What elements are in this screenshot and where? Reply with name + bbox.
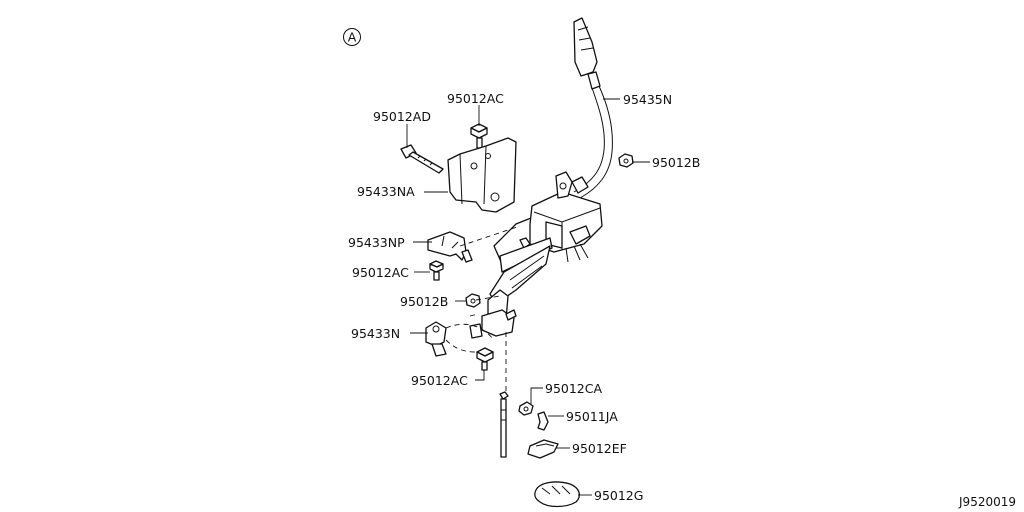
label-95012ef: 95012EF (572, 441, 627, 456)
nut-95012b-right-drawing (618, 153, 634, 168)
bolt-95012ac-mid-drawing (429, 260, 444, 281)
nut-95012b-left-drawing (465, 293, 481, 308)
bracket-95433np-drawing (427, 231, 473, 263)
label-95433np: 95433NP (348, 235, 405, 250)
clip-95011ja-drawing (537, 411, 549, 431)
label-95433na: 95433NA (357, 184, 415, 199)
leader-lines (406, 98, 650, 496)
grip-95012g-drawing (534, 481, 581, 508)
label-95012ca: 95012CA (545, 381, 602, 396)
part-labels: 95012AD 95012AC 95435N 95012B 95433NA 95… (348, 91, 700, 503)
bolt-95012ac-low-drawing (476, 347, 494, 371)
label-95012b-right: 95012B (652, 155, 700, 170)
plate-95012ef-drawing (527, 439, 559, 459)
label-95433n: 95433N (351, 326, 400, 341)
bolt-95012ac-top-drawing (470, 123, 488, 149)
bolt-95012ad-drawing (400, 144, 444, 174)
shift-cable-drawing (571, 17, 613, 199)
label-95011ja: 95011JA (566, 409, 618, 424)
label-95012ac-mid: 95012AC (352, 265, 409, 280)
label-95012g: 95012G (594, 488, 643, 503)
label-95012b-left: 95012B (400, 294, 448, 309)
label-95012ac-low: 95012AC (411, 373, 468, 388)
bracket-95433n-drawing (425, 321, 495, 357)
reference-code: J9520019 (958, 495, 1016, 509)
bracket-95433na-drawing (447, 137, 517, 213)
label-95435n: 95435N (623, 92, 672, 107)
label-95012ad: 95012AD (373, 109, 431, 124)
view-marker: A (343, 28, 361, 46)
view-marker-letter: A (348, 30, 357, 45)
shifter-assembly-drawing (459, 171, 603, 392)
label-95012ac-top: 95012AC (447, 91, 504, 106)
washer-95012ca-drawing (518, 401, 534, 416)
rod-drawing (499, 391, 509, 458)
